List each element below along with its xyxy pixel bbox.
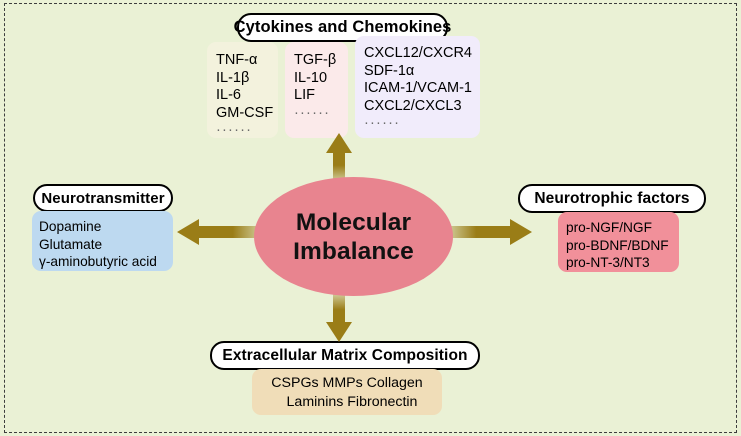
central-node-molecular-imbalance: Molecular Imbalance — [254, 177, 453, 296]
arrow-down-icon — [326, 290, 352, 342]
list-item: LIF — [294, 87, 315, 104]
list-item: CXCL2/CXCL3 — [364, 97, 462, 114]
box-neurotransmitter-items: Dopamine Glutamate γ-aminobutyric acid — [32, 211, 173, 271]
box-chemokines-and-adhesion-molecules: CXCL12/CXCR4 SDF-1α ICAM-1/VCAM-1 CXCL2/… — [355, 36, 480, 138]
list-item: IL-6 — [216, 87, 241, 104]
list-item: pro-NT-3/NT3 — [566, 255, 650, 271]
list-item: TGF-β — [294, 52, 337, 68]
ellipsis: ······ — [294, 104, 331, 121]
box-neurotrophic-factor-items: pro-NGF/NGF pro-BDNF/BDNF pro-NT-3/NT3 — [558, 212, 679, 272]
list-item: pro-NGF/NGF — [566, 220, 652, 235]
list-item: γ-aminobutyric acid — [39, 254, 157, 270]
central-node-line-2: Imbalance — [293, 237, 414, 265]
list-item: Dopamine — [39, 219, 102, 234]
list-item: ICAM-1/VCAM-1 — [364, 80, 472, 97]
arrow-right-icon — [442, 219, 532, 245]
box-extracellular-matrix-items: CSPGs MMPs Collagen Laminins Fibronectin — [252, 369, 442, 415]
list-item: IL-10 — [294, 69, 328, 86]
section-title-neurotrophic-factors: Neurotrophic factors — [518, 184, 706, 213]
ellipsis: ······ — [364, 115, 401, 132]
section-title-neurotransmitter: Neurotransmitter — [33, 184, 173, 212]
list-row: Laminins Fibronectin — [286, 394, 418, 410]
list-item: SDF-1α — [364, 62, 415, 79]
section-title-extracellular-matrix-composition: Extracellular Matrix Composition — [210, 341, 480, 370]
ellipsis: ······ — [216, 122, 253, 138]
list-item: GM-CSF — [216, 104, 274, 121]
central-node-line-1: Molecular — [295, 208, 412, 236]
box-pro-inflammatory-cytokines: TNF-α IL-1β IL-6 GM-CSF ······ — [207, 42, 278, 138]
list-item: pro-BDNF/BDNF — [566, 237, 669, 253]
list-row: CSPGs MMPs Collagen — [271, 375, 423, 391]
list-item: TNF-α — [216, 52, 258, 68]
box-anti-inflammatory-cytokines: TGF-β IL-10 LIF ······ — [285, 42, 348, 138]
list-item: CXCL12/CXCR4 — [364, 45, 472, 61]
list-item: Glutamate — [39, 236, 103, 252]
list-item: IL-1β — [216, 69, 250, 86]
